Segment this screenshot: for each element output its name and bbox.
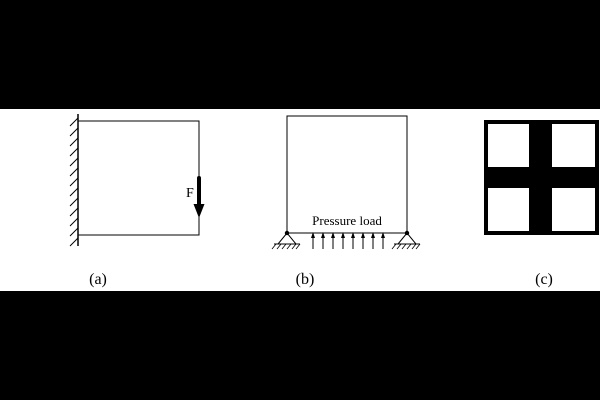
wall-hatching: [69, 117, 79, 247]
figure-a: F (a): [69, 114, 205, 288]
figure-b: Pressure load: [271, 115, 421, 288]
caption-b: (b): [296, 271, 315, 288]
pressure-arrows: [311, 232, 385, 249]
load-point: [197, 176, 201, 180]
caption-c: (c): [535, 271, 553, 288]
design-domain-a: [77, 120, 200, 236]
left-pin-support: [271, 230, 301, 250]
pressure-load-label: Pressure load: [312, 213, 382, 228]
force-arrow-head: [193, 204, 205, 218]
right-pin-support: [391, 230, 421, 250]
design-domain-b: [286, 115, 408, 234]
horizontal-bar: [486, 167, 597, 188]
force-label: F: [186, 186, 194, 201]
caption-a: (a): [89, 271, 107, 288]
figure-c: (c): [484, 120, 599, 288]
